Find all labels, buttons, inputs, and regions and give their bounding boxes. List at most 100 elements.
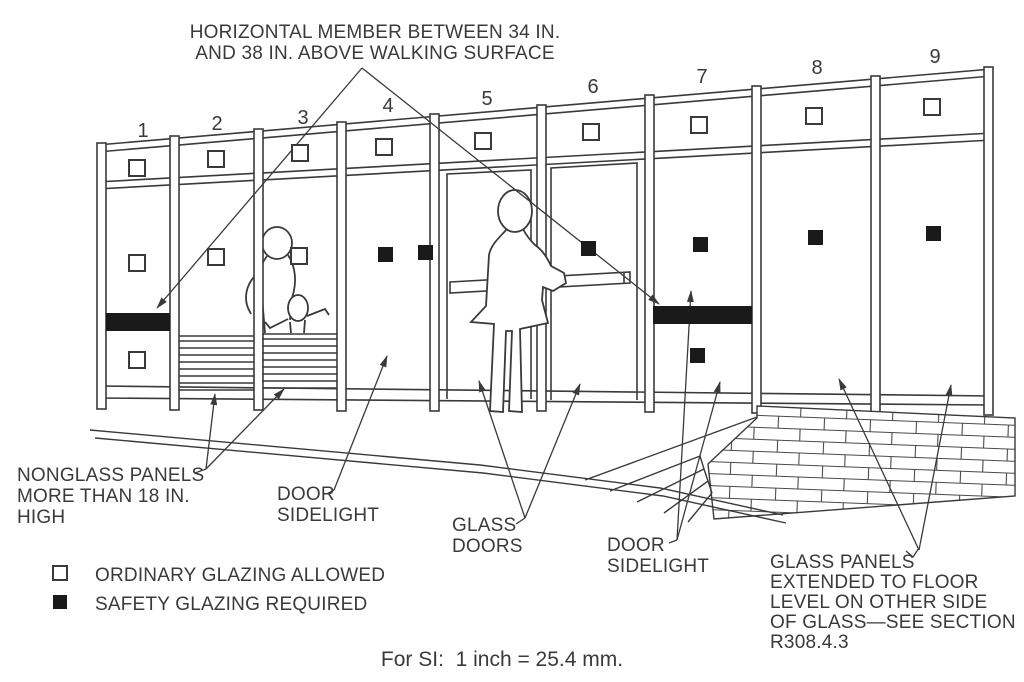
svg-text:OF GLASS—SEE SECTION: OF GLASS—SEE SECTION: [770, 612, 1016, 633]
panel-number: 5: [481, 88, 492, 110]
leader-glass-doors-connector: [515, 517, 526, 525]
svg-text:GLASS PANELS: GLASS PANELS: [770, 552, 915, 573]
leader-door-sidelight-right-lower: [676, 381, 721, 541]
svg-text:MORE THAN 18 IN.: MORE THAN 18 IN.: [17, 486, 190, 507]
child-head: [287, 294, 309, 322]
adult-child-figures: [245, 226, 330, 334]
svg-text:DOORS: DOORS: [452, 536, 523, 557]
adult-head: [261, 226, 293, 260]
svg-text:AND 38 IN. ABOVE WALKING SURFA: AND 38 IN. ABOVE WALKING SURFACE: [195, 43, 554, 64]
brick-wall: [707, 405, 1016, 520]
si-conversion-note: For SI: 1 inch = 25.4 mm.: [381, 648, 623, 671]
ordinary-glazing-legend-symbol: [52, 565, 68, 581]
callout-labels: HORIZONTAL MEMBER BETWEEN 34 IN. AND 38 …: [17, 22, 1016, 653]
panel-number: 8: [811, 57, 822, 79]
louvered-panel-2: [179, 335, 254, 391]
ordinary-glazing-symbol: [923, 98, 941, 116]
wall-left-edge-mullion: [96, 142, 107, 410]
svg-text:R308.4.3: R308.4.3: [770, 632, 849, 653]
person-figure: [469, 189, 568, 413]
leader-glass-panels-connector: [905, 547, 920, 558]
mullions: [96, 66, 994, 416]
panel-numbers: 1 2 3 4 5 6 7 8 9: [137, 46, 940, 142]
leader-door-sidelight-right-upper: [676, 290, 694, 541]
panel-number: 9: [929, 46, 940, 68]
horizontal-member-bands: [106, 306, 752, 331]
walkway: [89, 429, 787, 524]
svg-text:SIDELIGHT: SIDELIGHT: [607, 556, 709, 577]
wall-right-edge-mullion: [983, 66, 994, 416]
safety-glazing-symbol: [690, 348, 705, 363]
svg-text:HIGH: HIGH: [17, 507, 65, 528]
panel-number: 2: [211, 113, 222, 135]
ordinary-glazing-symbol: [128, 159, 146, 177]
mullion: [169, 135, 180, 411]
ordinary-glazing-symbol: [291, 144, 309, 162]
ordinary-glazing-symbol: [207, 150, 225, 168]
panel-number: 4: [382, 95, 393, 117]
mullion: [870, 75, 881, 415]
leader-nonglass-panel2: [205, 393, 218, 470]
safety-glazing-symbol: [693, 237, 708, 252]
ordinary-glazing-legend-label: ORDINARY GLAZING ALLOWED: [95, 565, 385, 586]
leader-horizontal-member-right: [361, 67, 660, 305]
leader-glass-door-left: [478, 380, 526, 519]
ordinary-glazing-symbols: [128, 98, 941, 369]
site-work: [89, 405, 1016, 524]
mullion: [644, 94, 655, 413]
panel-number: 1: [137, 120, 148, 142]
leader-glass-panels-8: [838, 378, 920, 551]
nonglass-louvered-panels: [179, 333, 337, 391]
svg-text:DOOR: DOOR: [607, 535, 665, 556]
ordinary-glazing-symbol: [128, 351, 146, 369]
child-arm-right: [306, 307, 330, 317]
leader-door-sidelight-left-connector: [326, 489, 335, 495]
svg-text:SIDELIGHT: SIDELIGHT: [277, 505, 379, 526]
svg-text:NONGLASS PANELS: NONGLASS PANELS: [17, 465, 204, 486]
person-head: [497, 189, 533, 233]
panel-number: 3: [297, 107, 308, 129]
leader-nonglass-panel3: [205, 388, 285, 470]
leader-horizontal-member-left: [156, 67, 363, 309]
louvered-panel-3: [262, 333, 337, 389]
child-arm-left: [264, 318, 289, 330]
glass-doors-label: GLASS DOORS: [452, 515, 523, 557]
mullion: [336, 121, 347, 412]
safety-glazing-legend-label: SAFETY GLAZING REQUIRED: [95, 594, 367, 615]
ordinary-glazing-symbol: [207, 248, 225, 266]
safety-glazing-symbol: [418, 245, 433, 260]
leader-door-sidelight-right-connector: [668, 539, 678, 544]
horizontal-member-band-panel1: [106, 313, 170, 331]
safety-glazing-legend-symbol: [53, 595, 67, 609]
svg-text:DOOR: DOOR: [277, 484, 335, 505]
leader-door-sidelight-left: [333, 355, 388, 491]
mullion: [751, 85, 762, 414]
leader-nonglass-connector: [194, 468, 207, 474]
leader-lines: [156, 67, 953, 558]
leader-glass-door-right: [524, 383, 581, 519]
safety-glazing-symbol: [808, 230, 823, 245]
door-sidelight-right-label: DOOR SIDELIGHT: [607, 535, 709, 577]
glass-panels-label: GLASS PANELS EXTENDED TO FLOOR LEVEL ON …: [770, 552, 1016, 653]
safety-glazing-symbol: [378, 247, 393, 262]
svg-text:HORIZONTAL MEMBER BETWEEN 34 I: HORIZONTAL MEMBER BETWEEN 34 IN.: [190, 22, 561, 43]
svg-text:GLASS: GLASS: [452, 515, 516, 536]
mullion: [253, 128, 264, 411]
ordinary-glazing-symbol: [474, 132, 492, 150]
svg-text:EXTENDED TO FLOOR: EXTENDED TO FLOOR: [770, 572, 979, 593]
door-sidelight-left-label: DOOR SIDELIGHT: [277, 484, 379, 526]
horizontal-member-label: HORIZONTAL MEMBER BETWEEN 34 IN. AND 38 …: [190, 22, 561, 64]
safety-glazing-symbol: [926, 226, 941, 241]
leader-glass-panels-9: [918, 384, 953, 551]
horizontal-member-band-panel7: [653, 306, 752, 324]
safety-glazing-symbol: [581, 241, 596, 256]
svg-text:LEVEL ON OTHER SIDE: LEVEL ON OTHER SIDE: [770, 592, 987, 613]
mullion: [429, 113, 440, 412]
ordinary-glazing-symbol: [375, 138, 393, 156]
ordinary-glazing-symbol: [290, 247, 308, 265]
adult-arm: [245, 276, 255, 315]
person-body: [469, 228, 568, 413]
ordinary-glazing-symbol: [128, 254, 146, 272]
